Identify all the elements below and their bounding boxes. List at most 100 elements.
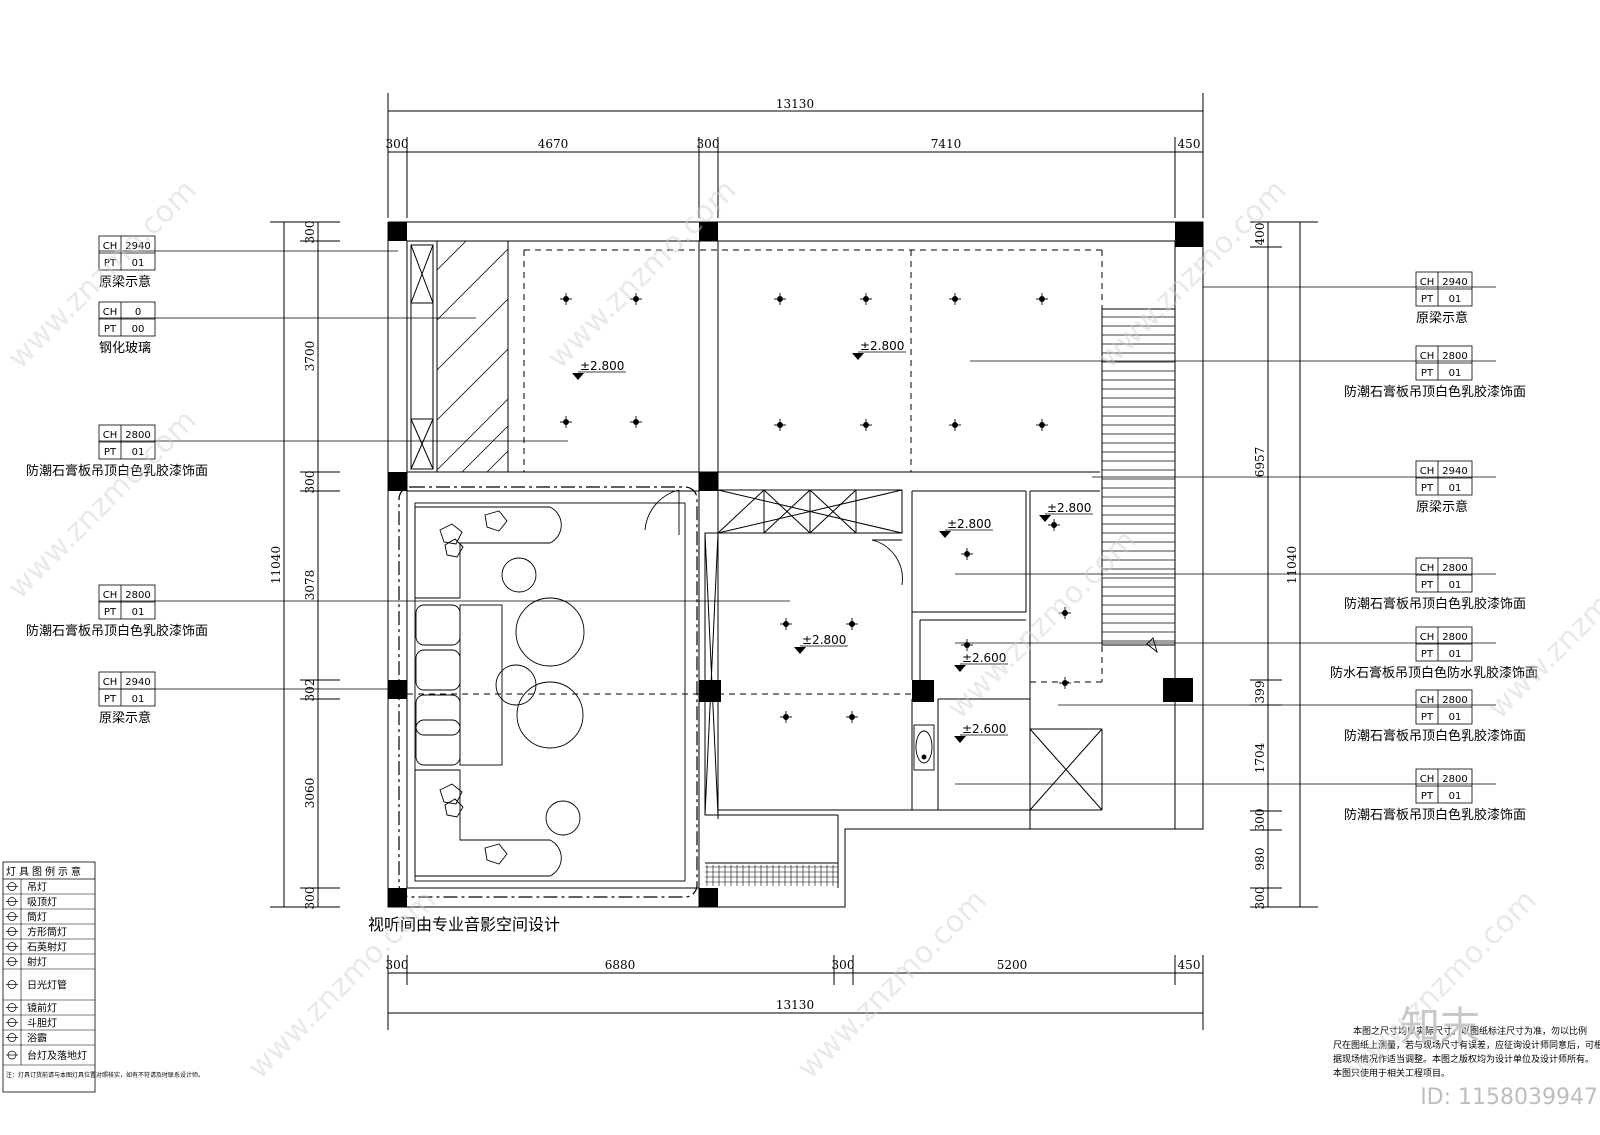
brand-logo: 知末 [1400, 1004, 1480, 1050]
level-label: ±2.800 [947, 517, 991, 531]
right-dimension-chain [1250, 221, 1318, 908]
level-label: ±2.600 [962, 722, 1006, 736]
disclaimer-line-2: 尺在图纸上测量，若与现场尺寸有误差，应征询设计师同意后，可根 [1333, 1039, 1600, 1051]
tag-ch-value: 2800 [1442, 351, 1467, 362]
tag-pt-value: 01 [132, 447, 145, 458]
legend-item-label: 石英射灯 [27, 941, 67, 954]
downlight-icon [630, 416, 642, 428]
left-dimension-chain [270, 221, 340, 908]
watermark-5: www.znzmo.com [941, 523, 1144, 726]
legend-symbol-icon [6, 882, 18, 891]
tag-ch-key: CH [103, 590, 118, 601]
top-total-dim: 13130 [776, 97, 814, 111]
lighting-legend: 灯具图例示意吊灯吸顶灯筒灯方形筒灯石英射灯射灯日光灯管镜前灯斗胆灯浴霸台灯及落地… [2, 861, 204, 1093]
level-marker: ±2.600 [954, 651, 1008, 672]
legend-symbol-icon [6, 1033, 18, 1042]
legend-item-label: 台灯及落地灯 [27, 1049, 87, 1062]
tag-ch-value: 2940 [1442, 466, 1467, 477]
right-dim-2: 6957 [1253, 447, 1267, 478]
tag-ch-key: CH [1420, 351, 1435, 362]
left-dim-7: 300 [303, 887, 317, 910]
tag-pt-key: PT [104, 607, 117, 618]
tile-pattern [705, 865, 838, 886]
tag-label: 原梁示意 [1416, 499, 1468, 515]
legend-item-label: 日光灯管 [27, 979, 67, 992]
tag-ch-value: 2800 [1442, 695, 1467, 706]
ceiling-downlights [560, 293, 1071, 723]
tag-pt-key: PT [1421, 712, 1434, 723]
downlight-icon [1036, 419, 1048, 431]
tag-label: 防水石膏板吊顶白色防水乳胶漆饰面 [1330, 665, 1538, 681]
tag-ch-key: CH [103, 430, 118, 441]
bottom-dimension-chain [387, 955, 1204, 1030]
tag-ch-key: CH [1420, 695, 1435, 706]
tag-ch-key: CH [1420, 466, 1435, 477]
tag-pt-value: 01 [132, 258, 145, 269]
tag-pt-value: 01 [1449, 791, 1462, 802]
left-total-dim: 11040 [269, 546, 283, 584]
legend-symbol-icon [6, 1050, 18, 1060]
downlight-icon [780, 711, 792, 723]
legend-symbol-icon [6, 980, 18, 989]
tag-pt-value: 01 [1449, 712, 1462, 723]
tag-pt-value: 01 [132, 607, 145, 618]
downlight-icon [560, 293, 572, 305]
tag-label: 防潮石膏板吊顶白色乳胶漆饰面 [26, 623, 208, 639]
left-dim-4: 3078 [303, 570, 317, 601]
bottom-dim-4: 5200 [997, 958, 1028, 972]
tag-pt-value: 01 [1449, 649, 1462, 660]
tag-ch-key: CH [1420, 277, 1435, 288]
level-label: ±2.800 [1047, 501, 1091, 515]
right-dim-4: 1704 [1253, 742, 1267, 773]
legend-item-label: 镜前灯 [27, 1002, 57, 1015]
downlight-icon [949, 293, 961, 305]
bottom-dim-2: 6880 [605, 958, 636, 972]
tag-ch-value: 2940 [125, 241, 150, 252]
tag-ch-value: 2800 [1442, 774, 1467, 785]
left-dim-1: 300 [303, 221, 317, 244]
downlight-icon [774, 419, 786, 431]
tag-ch-value: 2940 [1442, 277, 1467, 288]
tag-ch-key: CH [1420, 774, 1435, 785]
legend-symbol-icon [6, 1003, 18, 1012]
legend-item-label: 吸顶灯 [27, 897, 57, 909]
disclaimer-line-3: 据现场情况作适当调整。本图之版权均为设计单位及设计师所有。 [1333, 1053, 1594, 1065]
tag-pt-key: PT [1421, 649, 1434, 660]
tag-ch-key: CH [103, 307, 118, 318]
stair-treads [1102, 316, 1175, 642]
tag-label: 防潮石膏板吊顶白色乳胶漆饰面 [1344, 807, 1526, 823]
downlight-icon [961, 548, 973, 560]
tag-label: 防潮石膏板吊顶白色乳胶漆饰面 [1344, 384, 1526, 400]
downlight-icon [774, 293, 786, 305]
downlight-icon [630, 293, 642, 305]
tag-ch-value: 2800 [1442, 563, 1467, 574]
disclaimer-line-4: 本图只使用于相关工程项目。 [1333, 1067, 1450, 1079]
left-dim-2: 3700 [303, 341, 317, 372]
right-total-dim: 11040 [1285, 546, 1299, 584]
tag-pt-key: PT [1421, 791, 1434, 802]
watermark-3: www.znzmo.com [1091, 173, 1294, 376]
tag-pt-key: PT [104, 258, 117, 269]
right-dim-5: 300 [1253, 809, 1267, 832]
tag-pt-key: PT [1421, 294, 1434, 305]
tag-ch-key: CH [1420, 632, 1435, 643]
legend-symbol-icon [6, 897, 18, 906]
watermarks: www.znzmo.com www.znzmo.com www.znzmo.co… [1, 173, 1600, 1086]
bottom-dim-1: 300 [386, 958, 409, 972]
tag-pt-key: PT [104, 324, 117, 335]
legend-footnote: 注：灯具订货前请与本图灯具位置对照核实，如有不符请及时联系设计师。 [6, 1071, 204, 1079]
bottom-dim-5: 450 [1178, 958, 1201, 972]
tag-ch-value: 0 [135, 307, 141, 318]
watermark-8: www.znzmo.com [791, 883, 994, 1086]
level-marker: ±2.800 [794, 633, 848, 654]
downlight-icon [846, 618, 858, 630]
top-dimension-chain [387, 93, 1204, 218]
